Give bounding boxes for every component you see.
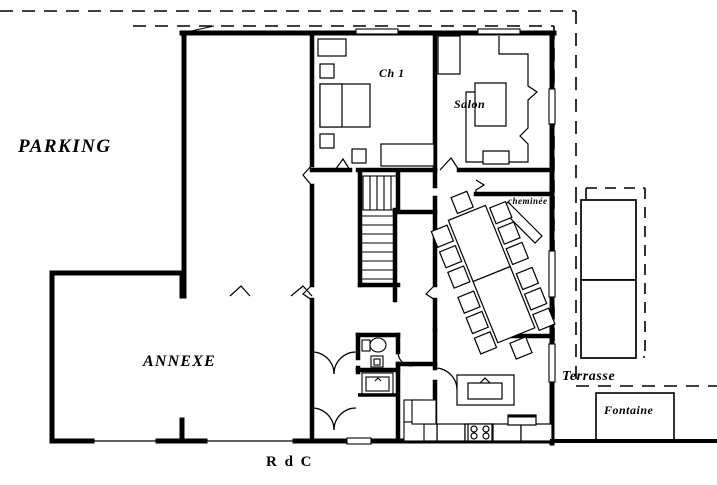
fontaine-box [595, 392, 675, 442]
niche-unit-c [411, 399, 437, 425]
door-swing-b [333, 351, 357, 375]
terrace-planters [580, 199, 637, 359]
window-sejour-east-a [548, 250, 556, 298]
door-corridor-mid [302, 284, 313, 301]
chair-e2 [497, 221, 521, 245]
sejour-low-table [456, 374, 515, 406]
door-ch1-south [334, 157, 351, 171]
stair-upper-flight [362, 175, 399, 211]
staircase [362, 175, 399, 280]
door-annexe-corridor [290, 285, 313, 297]
dining-table-b [472, 265, 536, 344]
bathroom-fixtures [361, 337, 394, 396]
burner-3 [470, 432, 478, 440]
cabinet-salon-west [437, 35, 461, 75]
chair-e3 [505, 241, 530, 266]
chair-w4 [457, 290, 481, 314]
bed-ch1-pillow [319, 83, 343, 128]
burner-2 [482, 425, 490, 433]
fireplace-jog [475, 179, 486, 194]
door-corridor-north [302, 164, 313, 187]
chair-head-n [450, 190, 474, 215]
label-fontaine: Fontaine [604, 403, 654, 417]
counter-unit-4 [520, 423, 553, 442]
nightstand-ch1-a [319, 63, 335, 79]
nightstand-ch1-b [319, 133, 335, 149]
burner-1 [470, 425, 478, 433]
door-sejour-mid [425, 284, 436, 301]
bathtub-tap [374, 377, 382, 382]
annexe-walls [49, 270, 314, 444]
sink-drain [373, 358, 381, 366]
chair-e6 [532, 307, 556, 332]
salon-furniture [437, 35, 538, 165]
wc-bowl [369, 337, 387, 353]
side-table-inner [467, 382, 503, 400]
label-cheminee: cheminée [508, 196, 548, 206]
chair-e4 [515, 266, 540, 291]
label-level-rdc: R d C [266, 454, 314, 470]
tv-unit-salon [482, 150, 510, 165]
chair-w1 [430, 224, 455, 249]
side-table-detail [479, 377, 491, 384]
counter-unit-3 [492, 423, 522, 442]
chair-w2 [438, 244, 463, 269]
window-sdb-south [346, 437, 372, 445]
windows [346, 28, 556, 445]
door-swing-d [333, 407, 357, 431]
door-sdb [397, 351, 413, 367]
garden-bed-south [580, 279, 637, 359]
chair-w5 [465, 310, 490, 335]
window-salon-north [477, 28, 521, 35]
window-sejour-east-b [548, 343, 556, 383]
fontaine-outline [595, 392, 675, 442]
niche-units [403, 399, 437, 442]
burner-4 [482, 432, 490, 440]
chair-e1 [488, 200, 513, 225]
label-chambre-1: Ch 1 [379, 66, 405, 80]
label-terrasse: Terrasse [562, 369, 616, 384]
dining-set [430, 190, 556, 360]
wardrobe-ch1-bottom [380, 143, 435, 167]
chair-w3 [447, 265, 471, 289]
door-annexe-opening [229, 285, 251, 297]
niche-unit-b [403, 421, 425, 442]
bathroom-walls-thick [358, 368, 396, 397]
garden-bed-north [580, 199, 637, 281]
bathtub-inner [365, 376, 390, 392]
chair-head-s [509, 336, 533, 360]
label-parking: PARKING [18, 136, 112, 157]
chair-w6 [473, 331, 498, 355]
coffee-table-salon [474, 82, 507, 127]
counter-unit-1 [436, 423, 466, 442]
chair-e5 [523, 287, 548, 311]
window-ch1-north [355, 28, 399, 35]
bedroom-furniture [317, 38, 435, 167]
label-annexe: ANNEXE [143, 353, 216, 370]
window-salon-east [548, 88, 556, 125]
label-salon: Salon [454, 97, 486, 111]
stool-ch1 [351, 148, 367, 164]
wardrobe-ch1-top [317, 38, 347, 57]
door-salon-south [439, 157, 460, 171]
wc-cistern [361, 339, 371, 352]
